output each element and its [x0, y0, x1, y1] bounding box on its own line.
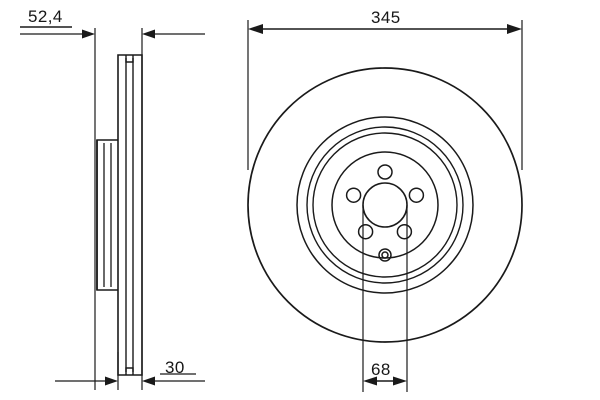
dimension-label-centre-bore: 68	[371, 360, 391, 379]
circle-centre-bore	[362, 182, 408, 228]
locating-pin-inner	[381, 251, 389, 259]
arrowhead-52-4	[82, 29, 95, 39]
locating-pin-outer	[378, 248, 392, 262]
circle-outer-edge	[247, 67, 523, 343]
bolt-hole-3	[396, 223, 413, 240]
dimension-label-overall-diameter: 345	[371, 8, 401, 27]
arrowhead-345-left	[248, 24, 263, 34]
circle-friction-ring-inner	[306, 126, 464, 284]
dimension-label-hub-height: 52,4	[28, 7, 63, 26]
circle-hat-face	[331, 151, 439, 259]
front-view	[247, 20, 523, 392]
bolt-hole-2	[408, 187, 425, 203]
vent-notch-bottom	[125, 367, 134, 375]
arrowhead-30-right	[142, 376, 155, 386]
arrowhead-30-left	[105, 376, 118, 386]
bolt-hole-5	[345, 187, 362, 203]
arrowhead-68-right	[393, 376, 407, 386]
hub-hat-profile	[96, 139, 118, 291]
disc-outer-profile	[117, 54, 143, 376]
arrowhead-52-4-opposite	[142, 29, 155, 39]
arrowhead-345-right	[507, 24, 522, 34]
side-section-view	[20, 26, 205, 390]
vent-notch-top	[125, 55, 134, 63]
bolt-hole-1	[377, 164, 393, 180]
circle-hat-outer	[312, 132, 458, 278]
dimension-label-disc-thickness: 30	[165, 358, 185, 377]
arrowhead-68-left	[363, 376, 377, 386]
bolt-hole-4	[357, 223, 374, 240]
circle-friction-ring-outer	[296, 116, 474, 294]
